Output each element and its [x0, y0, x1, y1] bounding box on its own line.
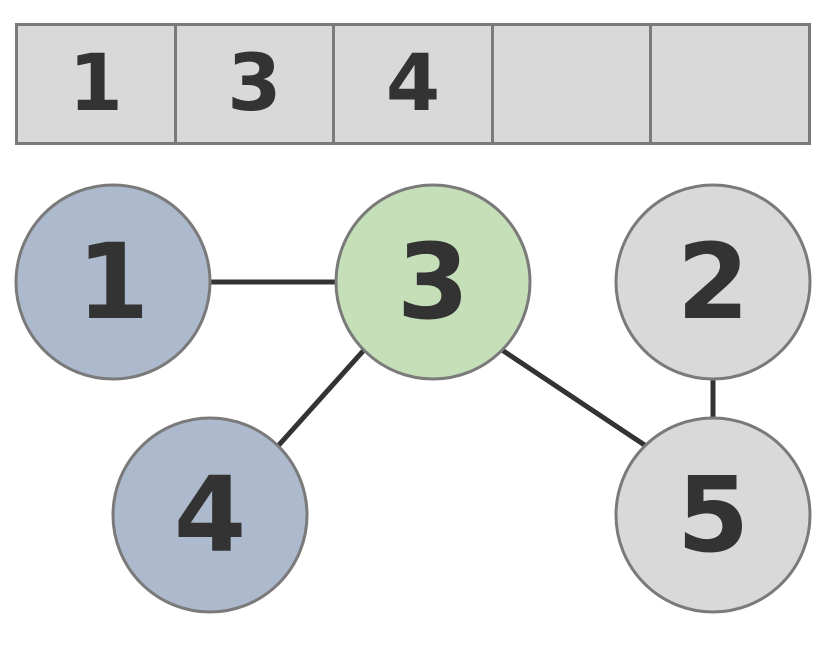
node-5-label: 5 — [677, 454, 749, 576]
node-3-label: 3 — [397, 221, 469, 343]
node-4: 4 — [111, 416, 309, 614]
edge-3-5 — [500, 347, 648, 449]
node-1-circle — [14, 183, 212, 381]
graph-nodes: 1 3 2 4 5 — [14, 183, 812, 614]
node-4-label: 4 — [174, 454, 246, 576]
node-1-label: 1 — [77, 221, 149, 343]
node-5: 5 — [614, 416, 812, 614]
node-2: 2 — [614, 183, 812, 381]
queue-array: 1 3 4 — [15, 23, 811, 145]
queue-cell — [490, 26, 650, 142]
queue-cell: 4 — [332, 26, 491, 142]
queue-cell: 1 — [68, 39, 123, 129]
node-2-circle — [614, 183, 812, 381]
node-4-circle — [111, 416, 309, 614]
queue-cell: 3 — [173, 26, 333, 142]
node-5-circle — [614, 416, 812, 614]
node-3: 3 — [334, 183, 532, 381]
edge-3-4 — [276, 348, 366, 448]
node-2-label: 2 — [677, 221, 749, 343]
node-1: 1 — [14, 183, 212, 381]
graph-edges — [211, 279, 716, 449]
node-3-circle — [334, 183, 532, 381]
queue-cell — [649, 26, 808, 142]
